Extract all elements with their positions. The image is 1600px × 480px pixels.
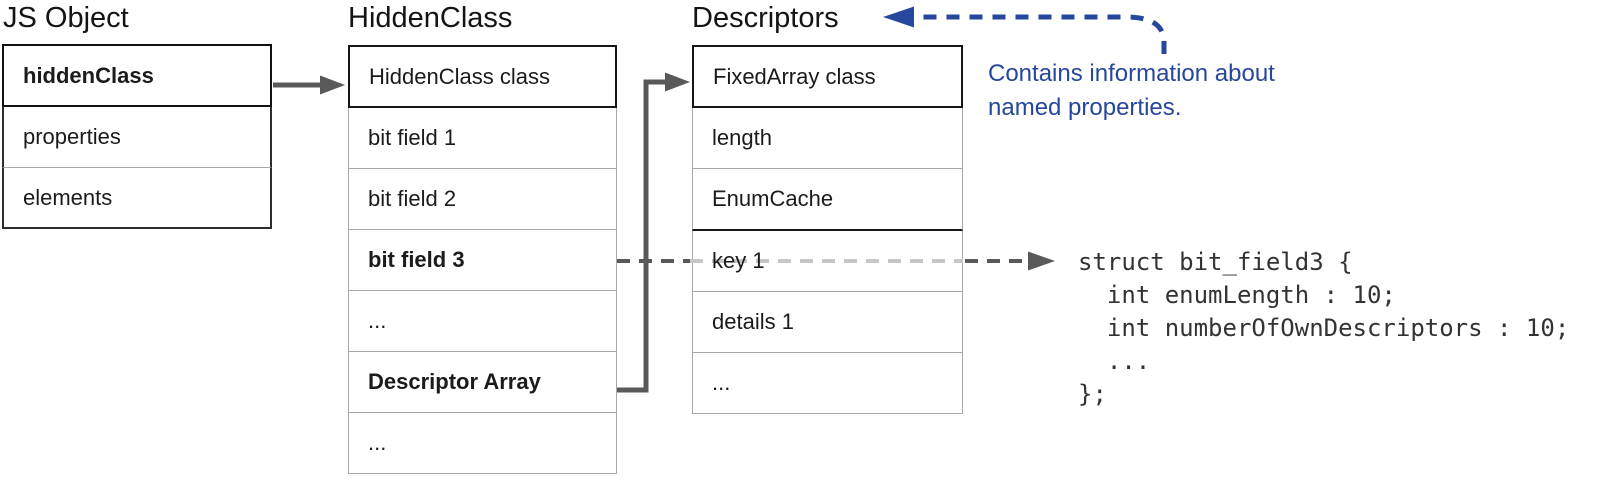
js-object-title: JS Object bbox=[3, 2, 129, 34]
row-length: length bbox=[692, 108, 963, 169]
row-label: HiddenClass class bbox=[369, 63, 550, 89]
row-label: bit field 3 bbox=[368, 247, 465, 272]
row-label: elements bbox=[23, 184, 113, 210]
code-line: struct bit_field3 { bbox=[1078, 248, 1353, 276]
row-properties: properties bbox=[2, 107, 272, 168]
row-label: ... bbox=[368, 308, 387, 333]
row-ellipsis: ... bbox=[692, 353, 963, 414]
hiddenclass-table: HiddenClass class bit field 1 bit field … bbox=[348, 45, 617, 474]
arrow-hiddenclass-to-hiddenclass bbox=[273, 75, 345, 95]
row-bit-field-3: bit field 3 bbox=[348, 230, 617, 291]
row-label: Descriptor Array bbox=[368, 369, 541, 394]
row-bit-field-1: bit field 1 bbox=[348, 108, 617, 169]
row-label: details 1 bbox=[712, 309, 794, 334]
code-line: }; bbox=[1078, 380, 1107, 408]
row-ellipsis: ... bbox=[348, 291, 617, 352]
row-ellipsis: ... bbox=[348, 413, 617, 474]
row-descriptor-array: Descriptor Array bbox=[348, 352, 617, 413]
right-arrowhead-icon bbox=[1028, 251, 1055, 271]
left-arrowhead-icon bbox=[883, 6, 914, 28]
row-label: length bbox=[712, 125, 772, 150]
row-label: key 1 bbox=[712, 248, 765, 273]
code-block: struct bit_field3 { int enumLength : 10;… bbox=[1078, 246, 1569, 411]
row-fixedarray-class: FixedArray class bbox=[692, 45, 963, 108]
row-label: bit field 2 bbox=[368, 186, 457, 211]
arrow-descriptor-array-to-fixedarray bbox=[617, 72, 690, 393]
right-arrowhead-icon bbox=[665, 72, 690, 92]
descriptors-title: Descriptors bbox=[692, 2, 839, 34]
row-bit-field-2: bit field 2 bbox=[348, 169, 617, 230]
annotation-line-2: named properties. bbox=[988, 94, 1182, 121]
row-label: ... bbox=[712, 370, 731, 395]
row-label: FixedArray class bbox=[713, 63, 876, 89]
row-elements: elements bbox=[2, 168, 272, 229]
row-hiddenclass: hiddenClass bbox=[2, 44, 272, 107]
code-line: int enumLength : 10; bbox=[1078, 281, 1396, 309]
row-label: ... bbox=[368, 430, 387, 455]
row-label: bit field 1 bbox=[368, 125, 457, 150]
annotation-text: Contains information about named propert… bbox=[988, 57, 1275, 125]
row-label: hiddenClass bbox=[23, 62, 154, 88]
row-label: properties bbox=[23, 124, 121, 149]
hiddenclass-title: HiddenClass bbox=[348, 2, 513, 34]
descriptors-table: FixedArray class length EnumCache key 1 … bbox=[692, 45, 963, 414]
js-object-table: hiddenClass properties elements bbox=[2, 44, 272, 229]
right-arrowhead-icon bbox=[320, 75, 345, 95]
row-key-1: key 1 bbox=[692, 231, 963, 292]
code-line: ... bbox=[1078, 347, 1151, 375]
row-hiddenclass-class: HiddenClass class bbox=[348, 45, 617, 108]
annotation-line-1: Contains information about bbox=[988, 60, 1275, 87]
row-label: EnumCache bbox=[712, 186, 834, 211]
row-details-1: details 1 bbox=[692, 292, 963, 353]
row-enumcache: EnumCache bbox=[692, 169, 963, 231]
code-line: int numberOfOwnDescriptors : 10; bbox=[1078, 314, 1570, 342]
